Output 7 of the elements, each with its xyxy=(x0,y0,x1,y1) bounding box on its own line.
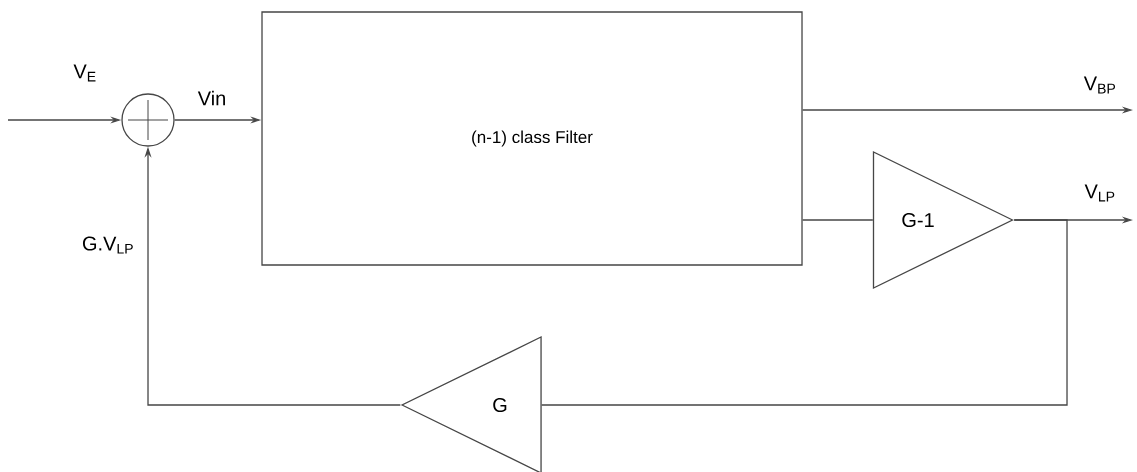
summing-junction xyxy=(121,93,175,147)
edge-label: G.V$_{LP}$ xyxy=(82,236,133,254)
filter-box: (n-1) class Filter xyxy=(261,11,803,266)
edge-label: Vin xyxy=(197,90,225,106)
edge-label: V$_{BP}$ xyxy=(1083,76,1116,94)
edge-label: V$_{LP}$ xyxy=(1084,184,1115,202)
edge-label: V$_{E}$ xyxy=(73,64,96,82)
